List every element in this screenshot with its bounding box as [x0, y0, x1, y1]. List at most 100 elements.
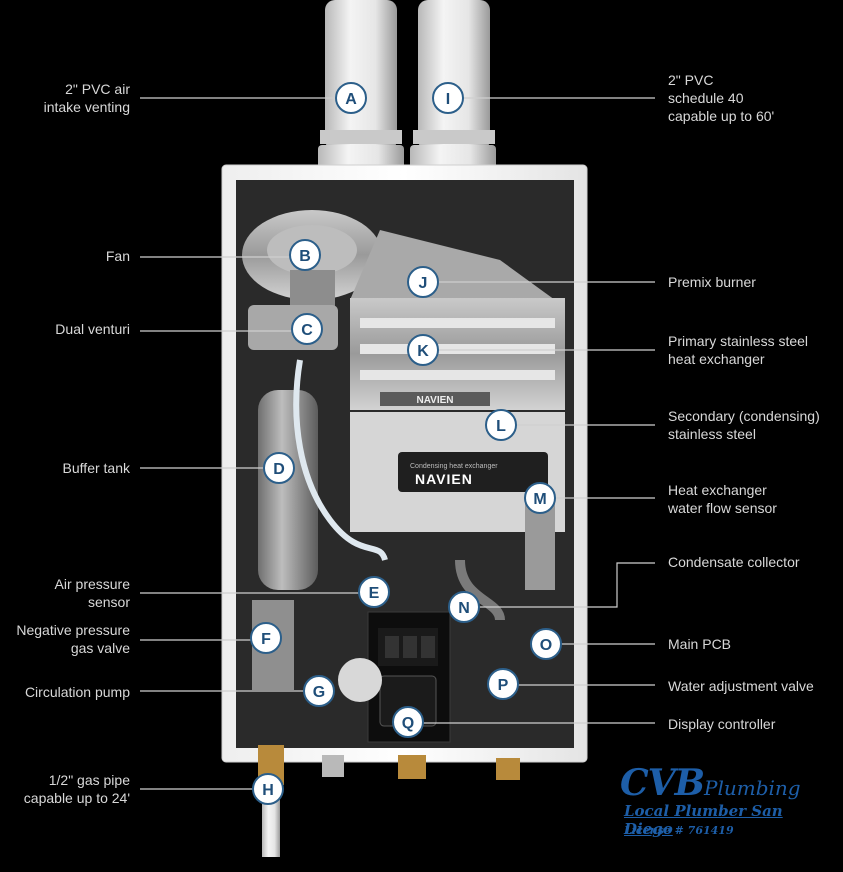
- callout-label-line: Buffer tank: [62, 460, 130, 476]
- marker-letter-d: D: [273, 461, 285, 478]
- callout-marker-n: N: [448, 591, 480, 623]
- marker-letter-q: Q: [402, 715, 414, 732]
- callout-marker-i: I: [432, 82, 464, 114]
- marker-letter-p: P: [498, 677, 509, 694]
- callout-marker-f: F: [250, 622, 282, 654]
- callout-label-m: Heat exchanger water flow sensor: [668, 481, 777, 517]
- marker-letter-g: G: [313, 684, 325, 701]
- secondary-brand-text: NAVIEN: [415, 471, 473, 487]
- marker-circle-d: [263, 452, 295, 484]
- callout-marker-k: K: [407, 334, 439, 366]
- leader-line-n: [479, 562, 655, 608]
- marker-circle-j: [407, 266, 439, 298]
- callout-label-a: 2" PVC air intake venting: [44, 80, 130, 116]
- marker-letter-l: L: [496, 418, 506, 435]
- callout-label-line: Water adjustment valve: [668, 678, 814, 694]
- callout-label-line: Dual venturi: [55, 321, 130, 337]
- marker-circle-i: [432, 82, 464, 114]
- callout-label-line: heat exchanger: [668, 351, 765, 367]
- callout-marker-c: C: [291, 313, 323, 345]
- marker-circle-h: [252, 773, 284, 805]
- callout-label-line: stainless steel: [668, 426, 756, 442]
- callout-marker-o: O: [530, 628, 562, 660]
- callout-marker-j: J: [407, 266, 439, 298]
- callout-marker-p: P: [487, 668, 519, 700]
- marker-circle-m: [524, 482, 556, 514]
- callout-marker-h: H: [252, 773, 284, 805]
- callout-marker-g: G: [303, 675, 335, 707]
- leader-lines: [140, 97, 655, 790]
- watermark-tagline: Local Plumber San Diego: [624, 802, 783, 838]
- marker-circle-o: [530, 628, 562, 660]
- marker-circle-q: [392, 706, 424, 738]
- callout-label-line: water flow sensor: [668, 500, 777, 516]
- marker-letter-a: A: [345, 91, 357, 108]
- circulation-pump: [338, 658, 382, 702]
- callout-label-line: Negative pressure: [16, 622, 130, 638]
- marker-letter-b: B: [299, 248, 311, 265]
- callout-label-n: Condensate collector: [668, 553, 800, 571]
- callout-label-line: Air pressure: [54, 576, 130, 592]
- callout-label-j: Premix burner: [668, 273, 756, 291]
- callout-label-line: Fan: [105, 248, 130, 264]
- callout-label-line: 2" PVC air: [65, 81, 130, 97]
- callout-label-line: 2" PVC: [668, 72, 714, 88]
- primary-heat-exchanger: NAVIEN: [350, 298, 565, 410]
- callout-marker-q: Q: [392, 706, 424, 738]
- callout-label-line: gas valve: [70, 640, 130, 656]
- callout-marker-m: M: [524, 482, 556, 514]
- buffer-tank: [258, 390, 318, 590]
- marker-circle-k: [407, 334, 439, 366]
- marker-letter-i: I: [446, 91, 450, 108]
- marker-circle-n: [448, 591, 480, 623]
- callout-marker-d: D: [263, 452, 295, 484]
- watermark-big: CVB: [620, 762, 705, 804]
- marker-circle-l: [485, 409, 517, 441]
- callout-label-c: Dual venturi: [55, 320, 130, 338]
- bottom-fittings: [322, 755, 520, 780]
- watermark-license: License # 761419: [624, 824, 734, 837]
- marker-letter-f: F: [261, 631, 271, 648]
- marker-letter-m: M: [533, 491, 546, 508]
- callout-label-line: capable up to 60': [668, 108, 775, 124]
- marker-circle-p: [487, 668, 519, 700]
- callout-label-d: Buffer tank: [63, 459, 130, 477]
- callout-label-line: Main PCB: [668, 636, 732, 652]
- marker-circle-e: [358, 576, 390, 608]
- callout-label-line: intake venting: [43, 99, 130, 115]
- exchanger-caption: Condensing heat exchanger: [410, 463, 498, 470]
- marker-circle-c: [291, 313, 323, 345]
- cvb-plumbing-watermark: CVB Plumbing Local Plumber San Diego Lic…: [620, 762, 835, 842]
- marker-letter-n: N: [458, 600, 470, 617]
- callout-label-line: Display controller: [668, 716, 776, 732]
- callout-label-line: schedule 40: [668, 90, 744, 106]
- marker-letter-h: H: [262, 782, 274, 799]
- callout-label-h: 1/2" gas pipe capable up to 24': [24, 771, 130, 807]
- callout-label-i: 2" PVC schedule 40 capable up to 60': [668, 71, 774, 125]
- marker-circle-g: [303, 675, 335, 707]
- callout-label-line: Premix burner: [668, 274, 756, 290]
- callout-marker-l: L: [485, 409, 517, 441]
- callout-label-line: Secondary (condensing): [668, 408, 820, 424]
- callout-label-g: Circulation pump: [25, 683, 130, 701]
- watermark-small: Plumbing: [704, 776, 801, 800]
- callout-label-line: capable up to 24': [23, 790, 130, 806]
- callout-label-o: Main PCB: [668, 635, 731, 653]
- secondary-heat-exchanger: Condensing heat exchanger NAVIEN: [350, 412, 565, 532]
- marker-letter-c: C: [301, 322, 313, 339]
- callout-label-f: Negative pressure gas valve: [16, 621, 130, 657]
- callout-marker-e: E: [358, 576, 390, 608]
- marker-circle-a: [335, 82, 367, 114]
- callout-label-l: Secondary (condensing) stainless steel: [668, 407, 820, 443]
- marker-circle-b: [289, 239, 321, 271]
- callout-markers: A B C D E F G H I J K L M N O P Q: [250, 82, 562, 805]
- callout-label-b: Fan: [106, 247, 130, 265]
- callout-label-line: 1/2" gas pipe: [48, 772, 130, 788]
- marker-circle-f: [250, 622, 282, 654]
- condensate-trap: [455, 559, 505, 621]
- callout-label-line: Heat exchanger: [668, 482, 767, 498]
